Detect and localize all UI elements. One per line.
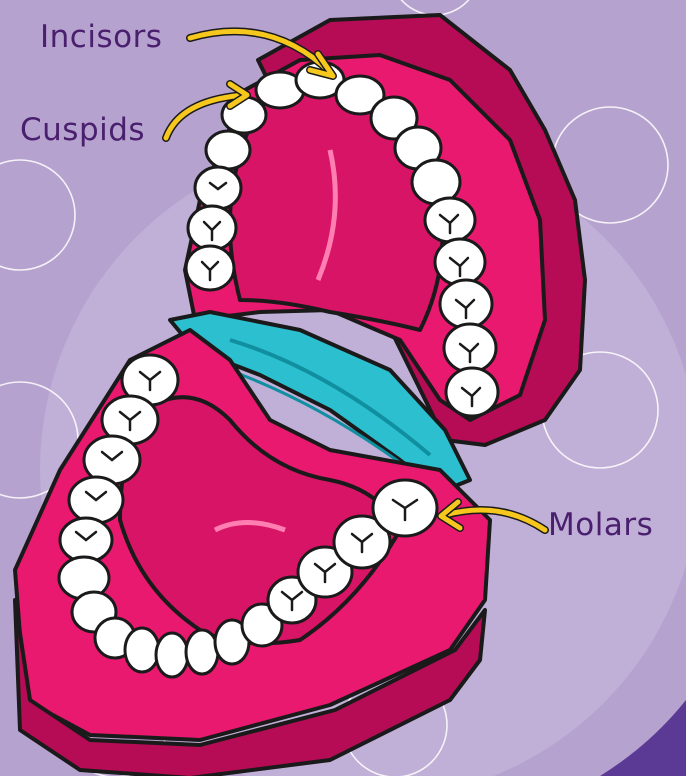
tooth xyxy=(446,368,498,416)
tooth xyxy=(440,280,492,328)
tooth xyxy=(425,198,475,242)
tooth xyxy=(188,206,236,250)
tooth xyxy=(206,131,250,169)
tooth xyxy=(125,628,159,672)
tooth xyxy=(444,324,496,372)
cuspids-label: Cuspids xyxy=(20,115,145,146)
tooth xyxy=(435,239,485,285)
incisors-label: Incisors xyxy=(40,22,162,53)
molars-label: Molars xyxy=(548,510,653,541)
tooth xyxy=(156,633,188,677)
tooth xyxy=(186,246,234,290)
tooth xyxy=(186,630,218,674)
